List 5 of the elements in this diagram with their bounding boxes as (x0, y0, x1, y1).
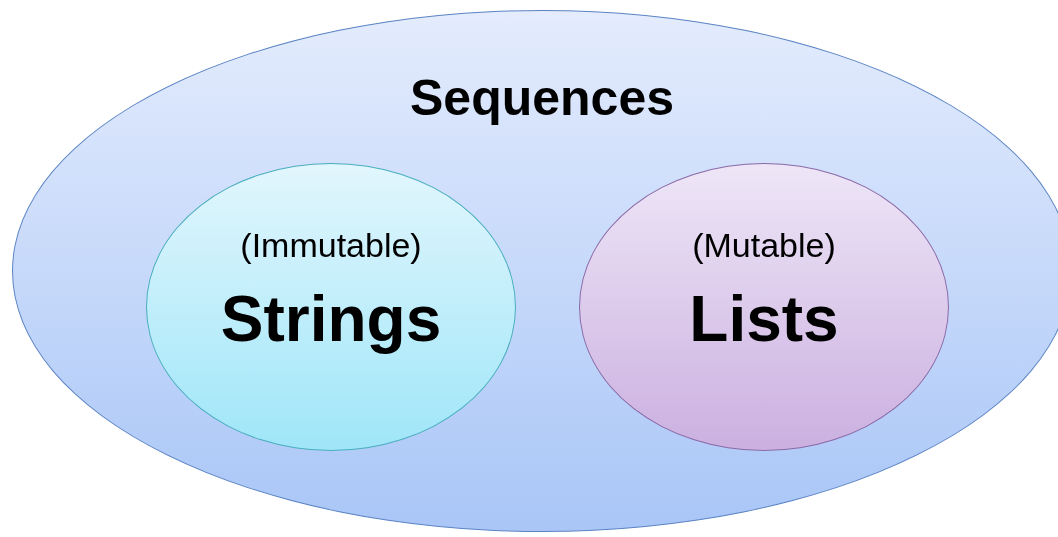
set-qualifier: (Mutable) (692, 226, 836, 265)
set-title: Lists (689, 282, 839, 356)
set-qualifier: (Immutable) (240, 226, 422, 265)
set-title: Strings (220, 282, 442, 356)
set-title: Sequences (410, 69, 674, 127)
